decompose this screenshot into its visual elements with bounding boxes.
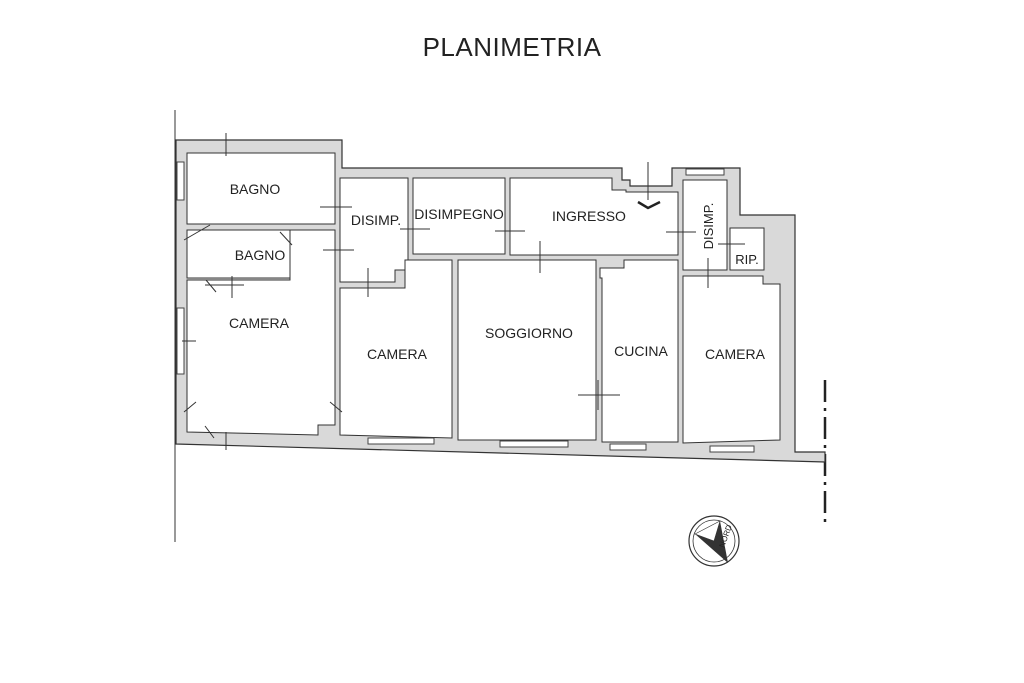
entrance-arrow-icon: [637, 200, 661, 210]
label-soggiorno: SOGGIORNO: [485, 325, 573, 341]
label-disimpegno: DISIMPEGNO: [414, 206, 504, 222]
window-bottom-3: [609, 443, 647, 451]
windows: [176, 161, 755, 453]
label-bagno-small: BAGNO: [235, 247, 286, 263]
room-disimpegno: [412, 177, 506, 255]
label-rip: RIP.: [735, 252, 759, 267]
label-bagno-top: BAGNO: [230, 181, 281, 197]
label-camera-left: CAMERA: [229, 315, 290, 331]
door-marks: [182, 133, 745, 450]
window-bottom-1: [367, 437, 435, 445]
room-ingresso: [509, 177, 679, 256]
label-disimp-right: DISIMP.: [701, 203, 716, 250]
window-left-1: [176, 161, 185, 201]
room-cucina: [599, 259, 679, 443]
room-interiors: [186, 152, 781, 444]
compass-inner-ring: [692, 519, 736, 563]
label-disimp-left: DISIMP.: [351, 212, 401, 228]
room-camera-right: [682, 275, 781, 444]
room-disimp-left: [339, 177, 409, 283]
compass-needle-light: [694, 520, 721, 542]
plan-title: PLANIMETRIA: [422, 32, 602, 62]
room-bagno-top: [186, 152, 336, 225]
window-bottom-4: [709, 445, 755, 453]
room-camera-mid: [339, 259, 453, 439]
room-bagno-small: [186, 229, 291, 279]
label-ingresso: INGRESSO: [552, 208, 626, 224]
label-cucina: CUCINA: [614, 343, 668, 359]
window-top-right: [685, 168, 725, 176]
north-compass: NORD: [688, 515, 740, 567]
label-camera-right: CAMERA: [705, 346, 766, 362]
room-rip: [729, 227, 765, 271]
room-camera-left: [186, 229, 336, 436]
room-labels: BAGNO BAGNO CAMERA DISIMP. DISIMPEGNO IN…: [229, 181, 766, 362]
room-disimp-right: [682, 179, 728, 271]
room-soggiorno: [457, 259, 597, 441]
label-camera-mid: CAMERA: [367, 346, 428, 362]
window-bottom-2: [499, 440, 569, 448]
